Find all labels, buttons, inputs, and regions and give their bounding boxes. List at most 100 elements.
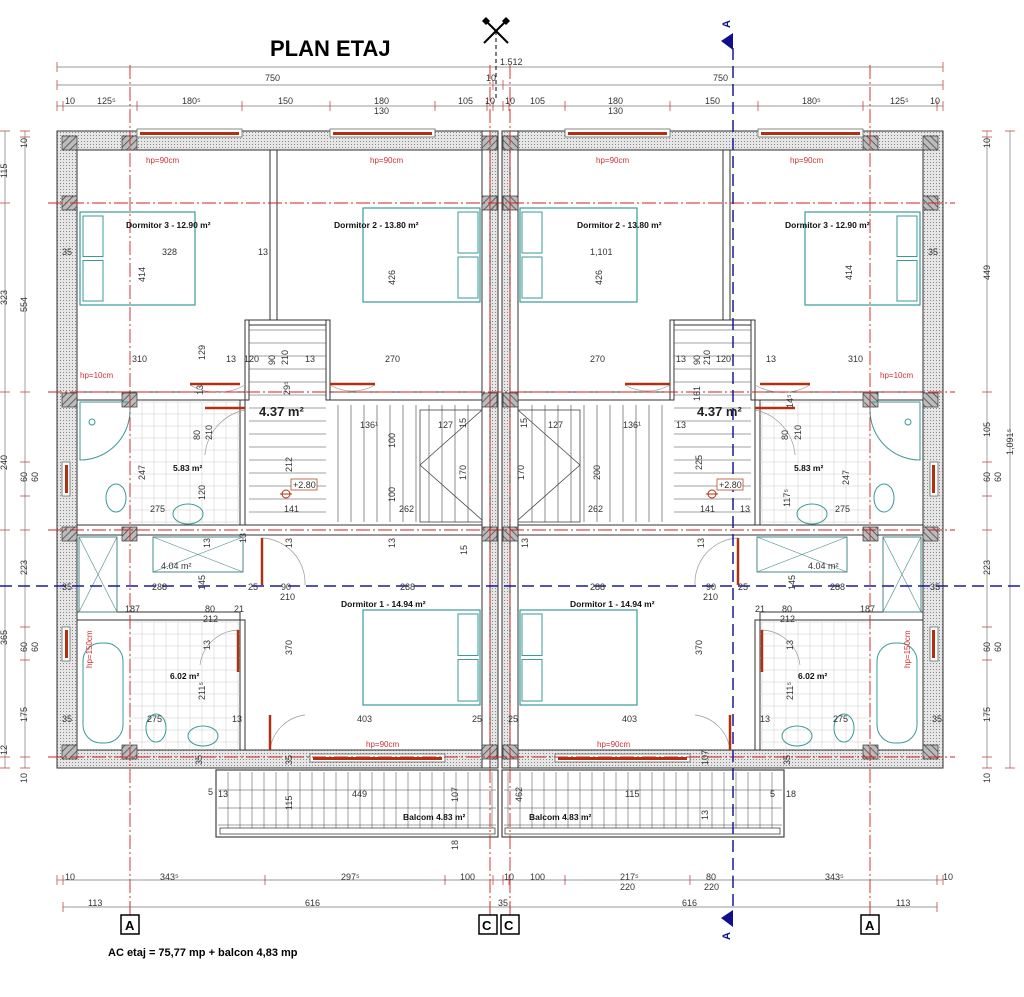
room-labels-right: Dormitor 2 - 13.80 m² Dormitor 3 - 12.90… <box>529 220 870 822</box>
window-icon <box>65 630 68 658</box>
balcony-slab <box>501 769 785 838</box>
dimension-label: 141 <box>700 504 715 514</box>
dimension-label: 262 <box>588 504 603 514</box>
dimension-label: 125⁵ <box>890 96 909 106</box>
dimension-label: 80 <box>205 604 215 614</box>
dimension-label: 414 <box>844 265 854 280</box>
dimension-label: 1,101 <box>590 247 613 257</box>
dimension-label: 13 <box>195 385 205 395</box>
dimension-label: 100 <box>460 872 475 882</box>
dimension-label: 60 <box>19 472 29 482</box>
dimension-label: 145 <box>197 575 207 590</box>
dimension-label: 10 <box>982 773 992 783</box>
dimension-label: 10 <box>65 872 75 882</box>
dimension-label: 10 <box>19 773 29 783</box>
column <box>481 744 498 760</box>
level-marker-icon: +2.80 +2.80 <box>280 478 744 499</box>
plan-title: PLAN ETAJ <box>270 36 391 61</box>
svg-text:A: A <box>721 932 733 940</box>
stair-line <box>419 464 483 521</box>
dimension-label: 180⁵ <box>182 96 201 106</box>
dimension-label: 225 <box>694 455 704 470</box>
window-icon <box>65 465 68 493</box>
bathtub-icon <box>876 642 918 744</box>
balcony-right: Balcom 4.83 m² <box>529 812 592 822</box>
window-sill-height-label: hp=10cm <box>880 371 913 380</box>
dimension-label: 5 <box>770 789 775 799</box>
dimension-label: 10 <box>504 872 514 882</box>
dimension-label: 270 <box>590 354 605 364</box>
column <box>922 135 939 151</box>
dimension-label: 247 <box>137 465 147 480</box>
interior-wall <box>750 319 756 401</box>
toilet-icon <box>873 483 895 513</box>
svg-text:C: C <box>482 918 492 933</box>
dimension-label: 750 <box>265 73 280 83</box>
dimension-label: 170 <box>458 465 468 480</box>
dimension-label: 13 <box>258 247 268 257</box>
window-icon <box>932 465 935 493</box>
dimension-label: 13 <box>202 538 212 548</box>
dimension-label: 211⁵ <box>785 682 795 700</box>
dimension-label: 210 <box>793 425 803 440</box>
window-icon <box>568 132 667 135</box>
dimension-label: 25 <box>472 714 482 724</box>
dimension-label: 187 <box>860 604 875 614</box>
dimension-label: 13 <box>232 714 242 724</box>
column <box>61 526 78 542</box>
dimension-label: 141 <box>284 504 299 514</box>
column <box>502 392 519 408</box>
dimension-label: 554 <box>19 297 29 312</box>
shower-icon <box>869 401 921 461</box>
dimension-label: 403 <box>622 714 637 724</box>
door-swing <box>204 409 246 456</box>
dimension-label: 170 <box>516 465 526 480</box>
dimension-label: 1,091⁵ <box>1005 428 1015 455</box>
dimension-label: 21 <box>234 604 244 614</box>
section-marker-icon-bottom: A <box>721 910 733 940</box>
dimension-label: 275 <box>835 504 850 514</box>
dimension-label: 15 <box>458 418 468 428</box>
dimension-label: 130 <box>374 106 389 116</box>
dimension-label: 127 <box>438 420 453 430</box>
dimension-label: 212 <box>203 614 218 624</box>
dimension-label: 35 <box>928 247 938 257</box>
dimension-label: 90 <box>267 355 277 365</box>
dimension-label: 10 <box>19 138 29 148</box>
balcony-railing <box>504 827 781 835</box>
bath-area-right: 5.83 m² <box>794 463 823 473</box>
dimension-label: 60 <box>982 472 992 482</box>
column <box>61 135 78 151</box>
dimension-label: 105 <box>982 422 992 437</box>
interior-wall <box>509 130 519 769</box>
window-icon <box>333 132 432 135</box>
dimension-label: 115 <box>625 789 639 799</box>
dimension-label: 120 <box>197 485 207 500</box>
dimension-label: 275 <box>147 714 162 724</box>
dimension-label: 10 <box>486 73 496 83</box>
dimension-label: 80 <box>706 872 716 882</box>
bath2-area-right: 6.02 m² <box>798 671 827 681</box>
dimension-label: 90 <box>706 582 716 592</box>
column <box>61 744 78 760</box>
dimension-label: 426 <box>387 270 397 285</box>
interior-wall <box>754 399 761 531</box>
column <box>481 526 498 542</box>
bed-icon <box>804 211 921 306</box>
dimension-label: 25 <box>738 582 748 592</box>
pillow-icon <box>896 260 918 302</box>
door-swing <box>199 629 241 666</box>
column <box>862 135 879 151</box>
window-sill-height-label: hp=90cm <box>596 156 629 165</box>
interior-wall <box>76 611 241 621</box>
dimension-label: 10 <box>930 96 940 106</box>
interior-wall <box>269 149 278 326</box>
column <box>922 744 939 760</box>
dimension-label: 18 <box>786 789 796 799</box>
dimension-label: 449 <box>982 265 992 280</box>
dimension-label: 35 <box>284 755 294 765</box>
dimension-label: 210 <box>280 350 290 365</box>
door-swing <box>759 629 801 666</box>
dimension-label: 18 <box>450 840 460 850</box>
sink-icon <box>172 503 204 525</box>
